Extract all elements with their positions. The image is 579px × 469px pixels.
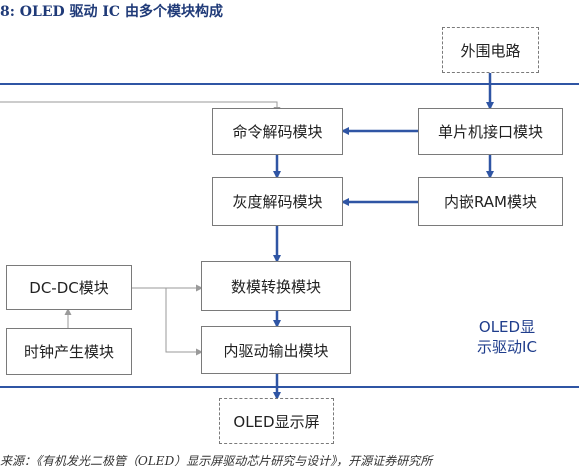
block-grayscale-decode: 灰度解码模块 bbox=[212, 177, 343, 226]
arrow-dcdc-to-driver bbox=[165, 288, 203, 356]
source-note: 来源：《有机发光二极管（OLED）显示屏驱动芯片研究与设计》，开源证券研究所 bbox=[0, 454, 433, 468]
block-dac: 数模转换模块 bbox=[201, 261, 351, 311]
block-external-circuit: 外围电路 bbox=[442, 27, 539, 73]
ic-label-line1: OLED显 bbox=[478, 318, 536, 336]
block-internal-ram: 内嵌RAM模块 bbox=[418, 177, 563, 226]
block-oled-display: OLED显示屏 bbox=[219, 398, 334, 444]
block-internal-driver-output: 内驱动输出模块 bbox=[201, 326, 351, 374]
block-dc-dc: DC-DC模块 bbox=[6, 265, 132, 310]
block-clock: 时钟产生模块 bbox=[6, 328, 132, 375]
ic-outline bbox=[0, 83, 579, 388]
block-mcu-interface: 单片机接口模块 bbox=[418, 108, 563, 155]
figure-title: 8: OLED 驱动 IC 由多个模块构成 bbox=[0, 4, 223, 20]
ic-label-line2: 示驱动IC bbox=[477, 338, 537, 356]
ic-label: OLED显 示驱动IC bbox=[462, 317, 552, 357]
block-command-decode: 命令解码模块 bbox=[212, 108, 343, 155]
